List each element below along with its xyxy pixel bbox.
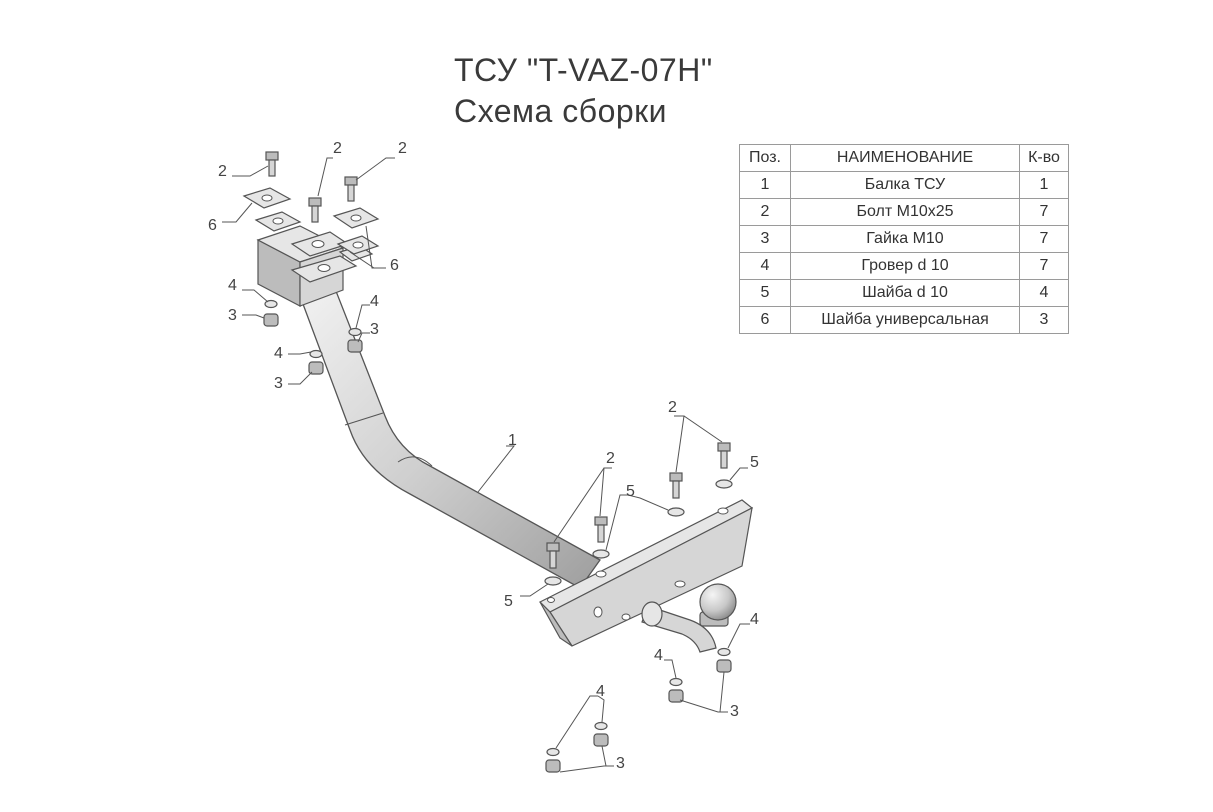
diagram-subtitle: Схема сборки xyxy=(454,93,668,129)
callout-4: 4 xyxy=(750,611,759,628)
washer-5 xyxy=(715,479,733,489)
table-row: 6 Шайба универсальная 3 xyxy=(739,306,1069,334)
nut-3 xyxy=(716,659,732,673)
callout-3: 3 xyxy=(730,703,739,720)
washer-plate-6 xyxy=(242,187,292,209)
callout-6: 6 xyxy=(390,257,399,274)
cell-position: 4 xyxy=(739,252,791,280)
cell-name: Шайба d 10 xyxy=(790,279,1020,307)
callout-4: 4 xyxy=(596,683,605,700)
spring-washer-4 xyxy=(309,349,323,359)
cell-name: Шайба универсальная xyxy=(790,306,1020,334)
callout-5: 5 xyxy=(626,483,635,500)
table-row: 1 Балка ТСУ 1 xyxy=(739,171,1069,199)
cell-quantity: 7 xyxy=(1019,198,1069,226)
table-row: 4 Гровер d 10 7 xyxy=(739,252,1069,280)
bolt-2 xyxy=(717,442,731,469)
bolt-2 xyxy=(594,516,608,543)
diagram-title: ТСУ "T-VAZ-07H" xyxy=(454,52,713,88)
callout-3: 3 xyxy=(274,375,283,392)
callout-6: 6 xyxy=(208,217,217,234)
spring-washer-4 xyxy=(546,747,560,757)
nut-3 xyxy=(668,689,684,703)
beam-tube xyxy=(299,285,601,589)
callout-2: 2 xyxy=(668,399,677,416)
spring-washer-4 xyxy=(669,677,683,687)
callout-3: 3 xyxy=(228,307,237,324)
callout-2: 2 xyxy=(333,140,342,157)
header-position: Поз. xyxy=(739,144,791,172)
callout-3: 3 xyxy=(616,755,625,772)
cell-quantity: 4 xyxy=(1019,279,1069,307)
nut-3 xyxy=(593,733,609,747)
cell-position: 3 xyxy=(739,225,791,253)
table-row: 5 Шайба d 10 4 xyxy=(739,279,1069,307)
nut-3 xyxy=(545,759,561,773)
parts-table: Поз. НАИМЕНОВАНИЕ К-во 1 Балка ТСУ 1 2 Б… xyxy=(739,144,1069,334)
washer-5 xyxy=(592,549,610,559)
cell-quantity: 1 xyxy=(1019,171,1069,199)
spring-washer-4 xyxy=(348,327,362,337)
bolt-2 xyxy=(546,542,560,569)
callout-2: 2 xyxy=(218,163,227,180)
callout-4: 4 xyxy=(654,647,663,664)
spring-washer-4 xyxy=(264,299,278,309)
washer-5 xyxy=(667,507,685,517)
leader-lines xyxy=(222,157,750,773)
callout-1: 1 xyxy=(508,432,517,449)
nut-3 xyxy=(347,339,363,353)
bolt-2 xyxy=(344,176,358,202)
washer-5 xyxy=(544,576,562,586)
callout-4: 4 xyxy=(228,277,237,294)
callout-5: 5 xyxy=(750,454,759,471)
callout-4: 4 xyxy=(370,293,379,310)
tow-ball xyxy=(641,583,737,653)
cell-quantity: 3 xyxy=(1019,306,1069,334)
callout-3: 3 xyxy=(370,321,379,338)
spring-washer-4 xyxy=(594,721,608,731)
parts-table-header: Поз. НАИМЕНОВАНИЕ К-во xyxy=(739,144,1069,172)
cell-position: 5 xyxy=(739,279,791,307)
bolt-2 xyxy=(308,197,322,223)
bolt-2 xyxy=(669,472,683,499)
header-quantity: К-во xyxy=(1019,144,1069,172)
cell-name: Гровер d 10 xyxy=(790,252,1020,280)
callout-5: 5 xyxy=(504,593,513,610)
callout-4: 4 xyxy=(274,345,283,362)
cell-quantity: 7 xyxy=(1019,252,1069,280)
nut-3 xyxy=(263,313,279,327)
mounting-plate xyxy=(538,499,754,647)
washer-plate-6 xyxy=(332,207,380,229)
cell-position: 6 xyxy=(739,306,791,334)
nut-3 xyxy=(308,361,324,375)
bolt-2 xyxy=(265,151,279,177)
callout-2: 2 xyxy=(398,140,407,157)
callout-2: 2 xyxy=(606,450,615,467)
spring-washer-4 xyxy=(717,647,731,657)
washer-plate-6 xyxy=(254,211,302,232)
